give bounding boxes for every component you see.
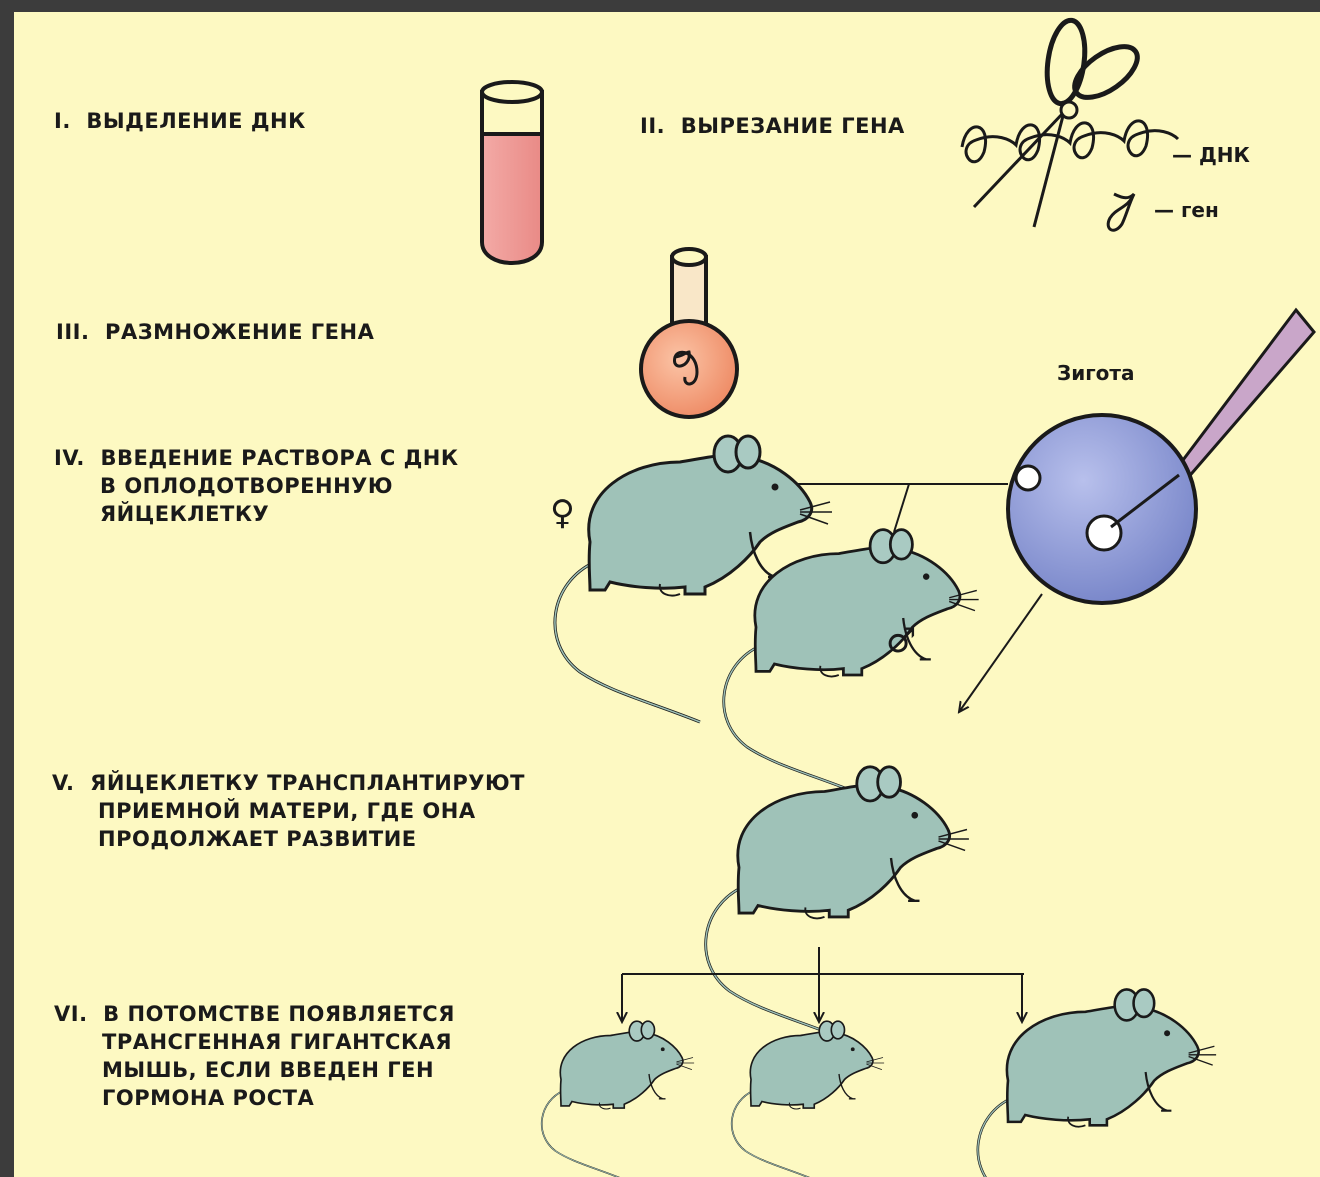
female-symbol: ♀ xyxy=(550,493,575,533)
zygote-label: Зигота xyxy=(1057,361,1135,385)
step-6-text-line: В ПОТОМСТВЕ ПОЯВЛЯЕТСЯ xyxy=(103,1002,455,1026)
mouse-icon xyxy=(706,767,969,1039)
connector-line xyxy=(894,484,909,532)
step-3-text: РАЗМНОЖЕНИЕ ГЕНА xyxy=(105,320,374,344)
step-6-text-line: ГОРМОНА РОСТА xyxy=(54,1084,455,1112)
step-5-caption: V. ЯЙЦЕКЛЕТКУ ТРАНСПЛАНТИРУЮТ ПРИЕМНОЙ М… xyxy=(52,769,525,853)
step-1-text: ВЫДЕЛЕНИЕ ДНК xyxy=(86,109,305,133)
step-5-text-line: ЯЙЦЕКЛЕТКУ ТРАНСПЛАНТИРУЮТ xyxy=(90,771,525,795)
mouse-icon xyxy=(732,1021,884,1177)
step-4-caption: IV. ВВЕДЕНИЕ РАСТВОРА С ДНК В ОПЛОДОТВОР… xyxy=(54,444,459,528)
mouse-icon xyxy=(978,989,1216,1177)
step-1-number: I. xyxy=(54,109,71,133)
step-6-caption: VI. В ПОТОМСТВЕ ПОЯВЛЯЕТСЯ ТРАНСГЕННАЯ Г… xyxy=(54,1000,455,1112)
step-4-text-line: В ОПЛОДОТВОРЕННУЮ xyxy=(54,472,459,500)
male-symbol: ♂ xyxy=(886,621,916,661)
step-1-caption: I. ВЫДЕЛЕНИЕ ДНК xyxy=(54,107,306,135)
dna-label: — ДНК xyxy=(1172,143,1251,167)
step-6-text-line: МЫШЬ, ЕСЛИ ВВЕДЕН ГЕН xyxy=(54,1056,455,1084)
step-2-caption: II. ВЫРЕЗАНИЕ ГЕНА xyxy=(640,112,905,140)
arrow-icon xyxy=(959,594,1042,712)
flask-icon xyxy=(641,249,737,417)
step-6-text-line: ТРАНСГЕННАЯ ГИГАНТСКАЯ xyxy=(54,1028,455,1056)
dna-strand-icon xyxy=(962,121,1178,162)
step-2-number: II. xyxy=(640,114,665,138)
arrow-icon xyxy=(622,947,1024,1022)
diagram-panel: — ДНК — ген Зигота xyxy=(14,12,1320,1177)
step-6-number: VI. xyxy=(54,1002,88,1026)
step-3-caption: III. РАЗМНОЖЕНИЕ ГЕНА xyxy=(56,318,374,346)
step-5-text-line: ПРИЕМНОЙ МАТЕРИ, ГДЕ ОНА xyxy=(52,797,525,825)
zygote-icon xyxy=(1008,415,1196,603)
step-2-text: ВЫРЕЗАНИЕ ГЕНА xyxy=(681,114,905,138)
gene-fragment-icon xyxy=(1108,194,1134,230)
test-tube-icon xyxy=(482,82,542,263)
step-3-number: III. xyxy=(56,320,89,344)
mouse-icon xyxy=(542,1021,694,1177)
step-4-text-line: ВВЕДЕНИЕ РАСТВОРА С ДНК xyxy=(100,446,458,470)
step-4-text-line: ЯЙЦЕКЛЕТКУ xyxy=(54,500,459,528)
step-5-text-line: ПРОДОЛЖАЕТ РАЗВИТИЕ xyxy=(52,825,525,853)
gene-label: — ген xyxy=(1154,198,1219,222)
step-5-number: V. xyxy=(52,771,75,795)
step-4-number: IV. xyxy=(54,446,85,470)
